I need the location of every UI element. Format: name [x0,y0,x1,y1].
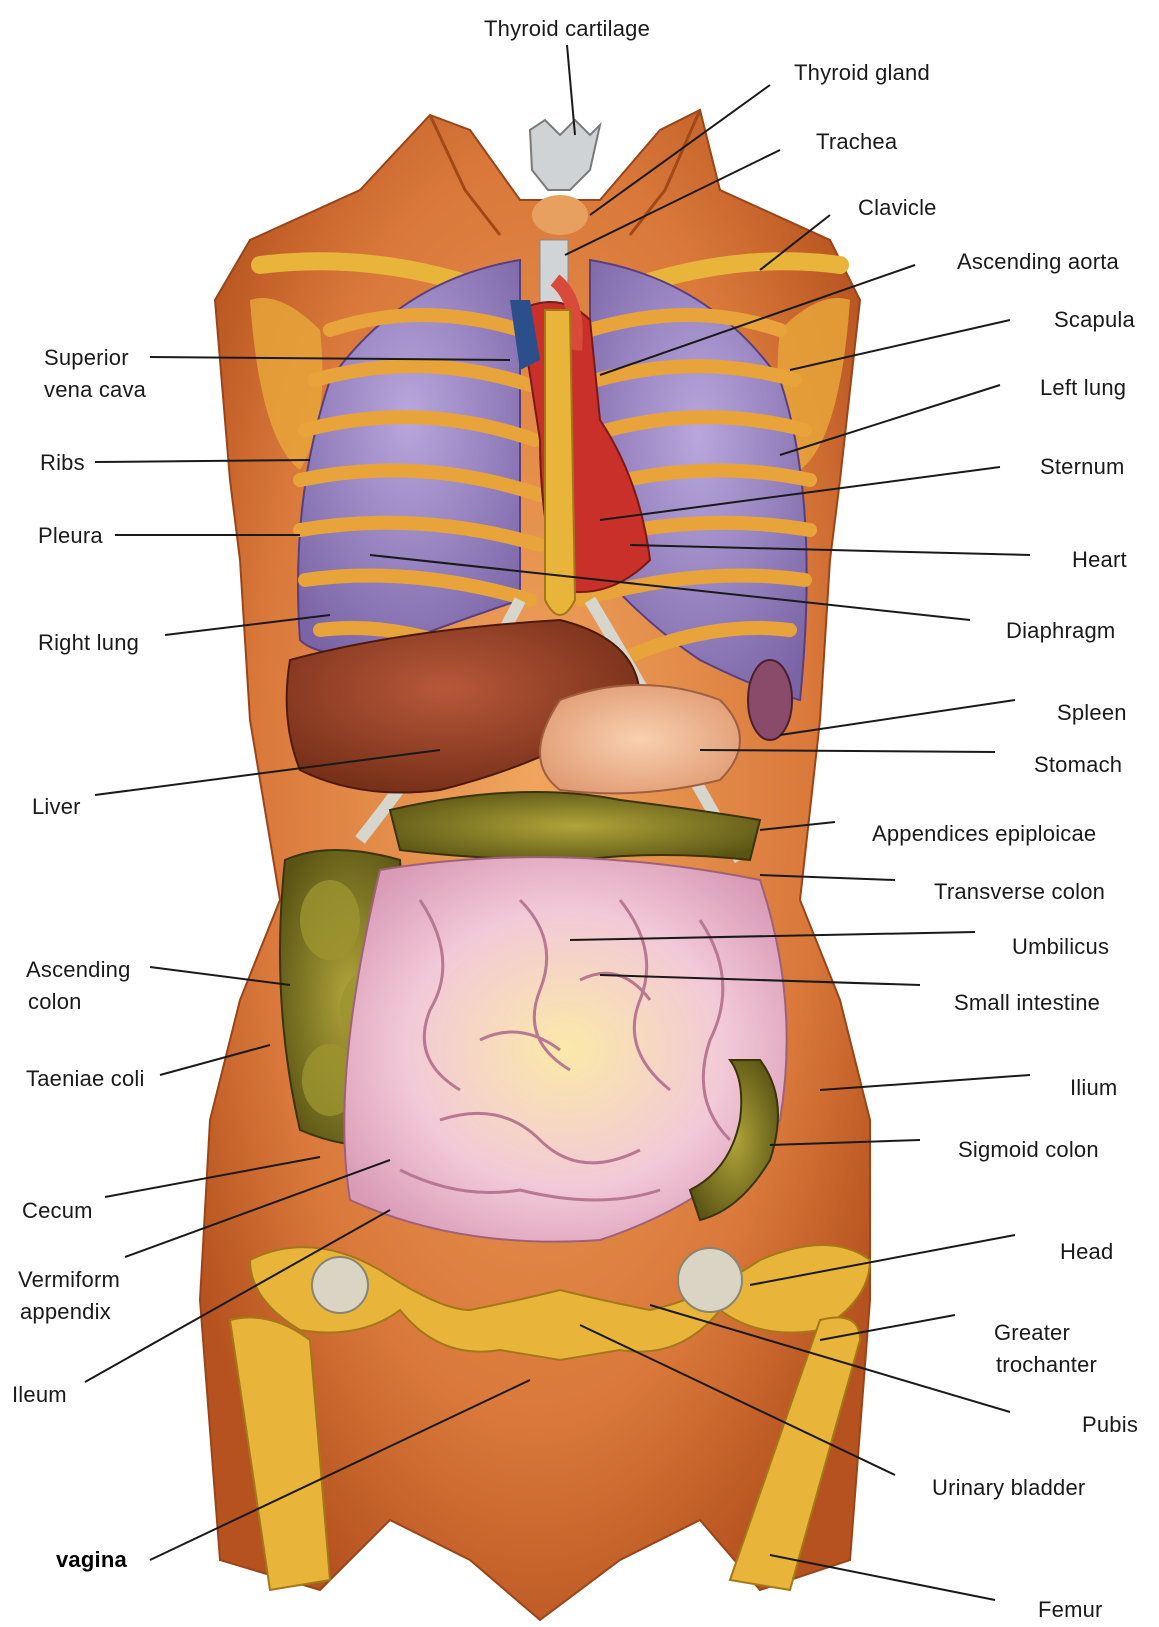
label-small-intestine: Small intestine [954,988,1100,1018]
label-umbilicus: Umbilicus [1012,932,1109,962]
label-ascending-aorta: Ascending aorta [957,247,1119,277]
label-appendices-epiploicae: Appendices epiploicae [872,819,1096,849]
label-ileum: Ileum [12,1380,67,1410]
stomach [540,685,740,793]
label-ascending-colon-line1: Ascending [26,955,131,985]
label-right-lung: Right lung [38,628,139,658]
label-taeniae-coli: Taeniae coli [26,1064,145,1094]
label-superior-vena-cava-line1: Superior [44,343,129,373]
label-ascending-colon-line2: colon [28,987,82,1017]
label-head: Head [1060,1237,1113,1267]
spleen [748,660,792,740]
label-pubis: Pubis [1082,1410,1138,1440]
label-urinary-bladder: Urinary bladder [932,1473,1085,1503]
label-greater-trochanter-line2: trochanter [996,1350,1097,1380]
label-superior-vena-cava-line2: vena cava [44,375,146,405]
label-greater-trochanter-line1: Greater [994,1318,1070,1348]
label-heart: Heart [1072,545,1127,575]
sternum-bone [545,310,575,615]
label-sternum: Sternum [1040,452,1125,482]
label-vermiform-appendix-line1: Vermiform [18,1265,120,1295]
label-left-lung: Left lung [1040,373,1126,403]
label-transverse-colon: Transverse colon [934,877,1105,907]
label-trachea: Trachea [816,127,897,157]
label-clavicle: Clavicle [858,193,937,223]
label-thyroid-gland: Thyroid gland [794,58,930,88]
label-femur: Femur [1038,1595,1103,1625]
label-diaphragm: Diaphragm [1006,616,1115,646]
label-ilium: Ilium [1070,1073,1117,1103]
label-scapula: Scapula [1054,305,1135,335]
label-cecum: Cecum [22,1196,93,1226]
label-vermiform-appendix-line2: appendix [20,1297,111,1327]
label-thyroid-cartilage: Thyroid cartilage [484,14,650,44]
label-pleura: Pleura [38,521,103,551]
label-ribs: Ribs [40,448,85,478]
label-vagina: vagina [56,1545,127,1575]
label-spleen: Spleen [1057,698,1127,728]
label-stomach: Stomach [1034,750,1122,780]
label-sigmoid-colon: Sigmoid colon [958,1135,1099,1165]
label-liver: Liver [32,792,81,822]
